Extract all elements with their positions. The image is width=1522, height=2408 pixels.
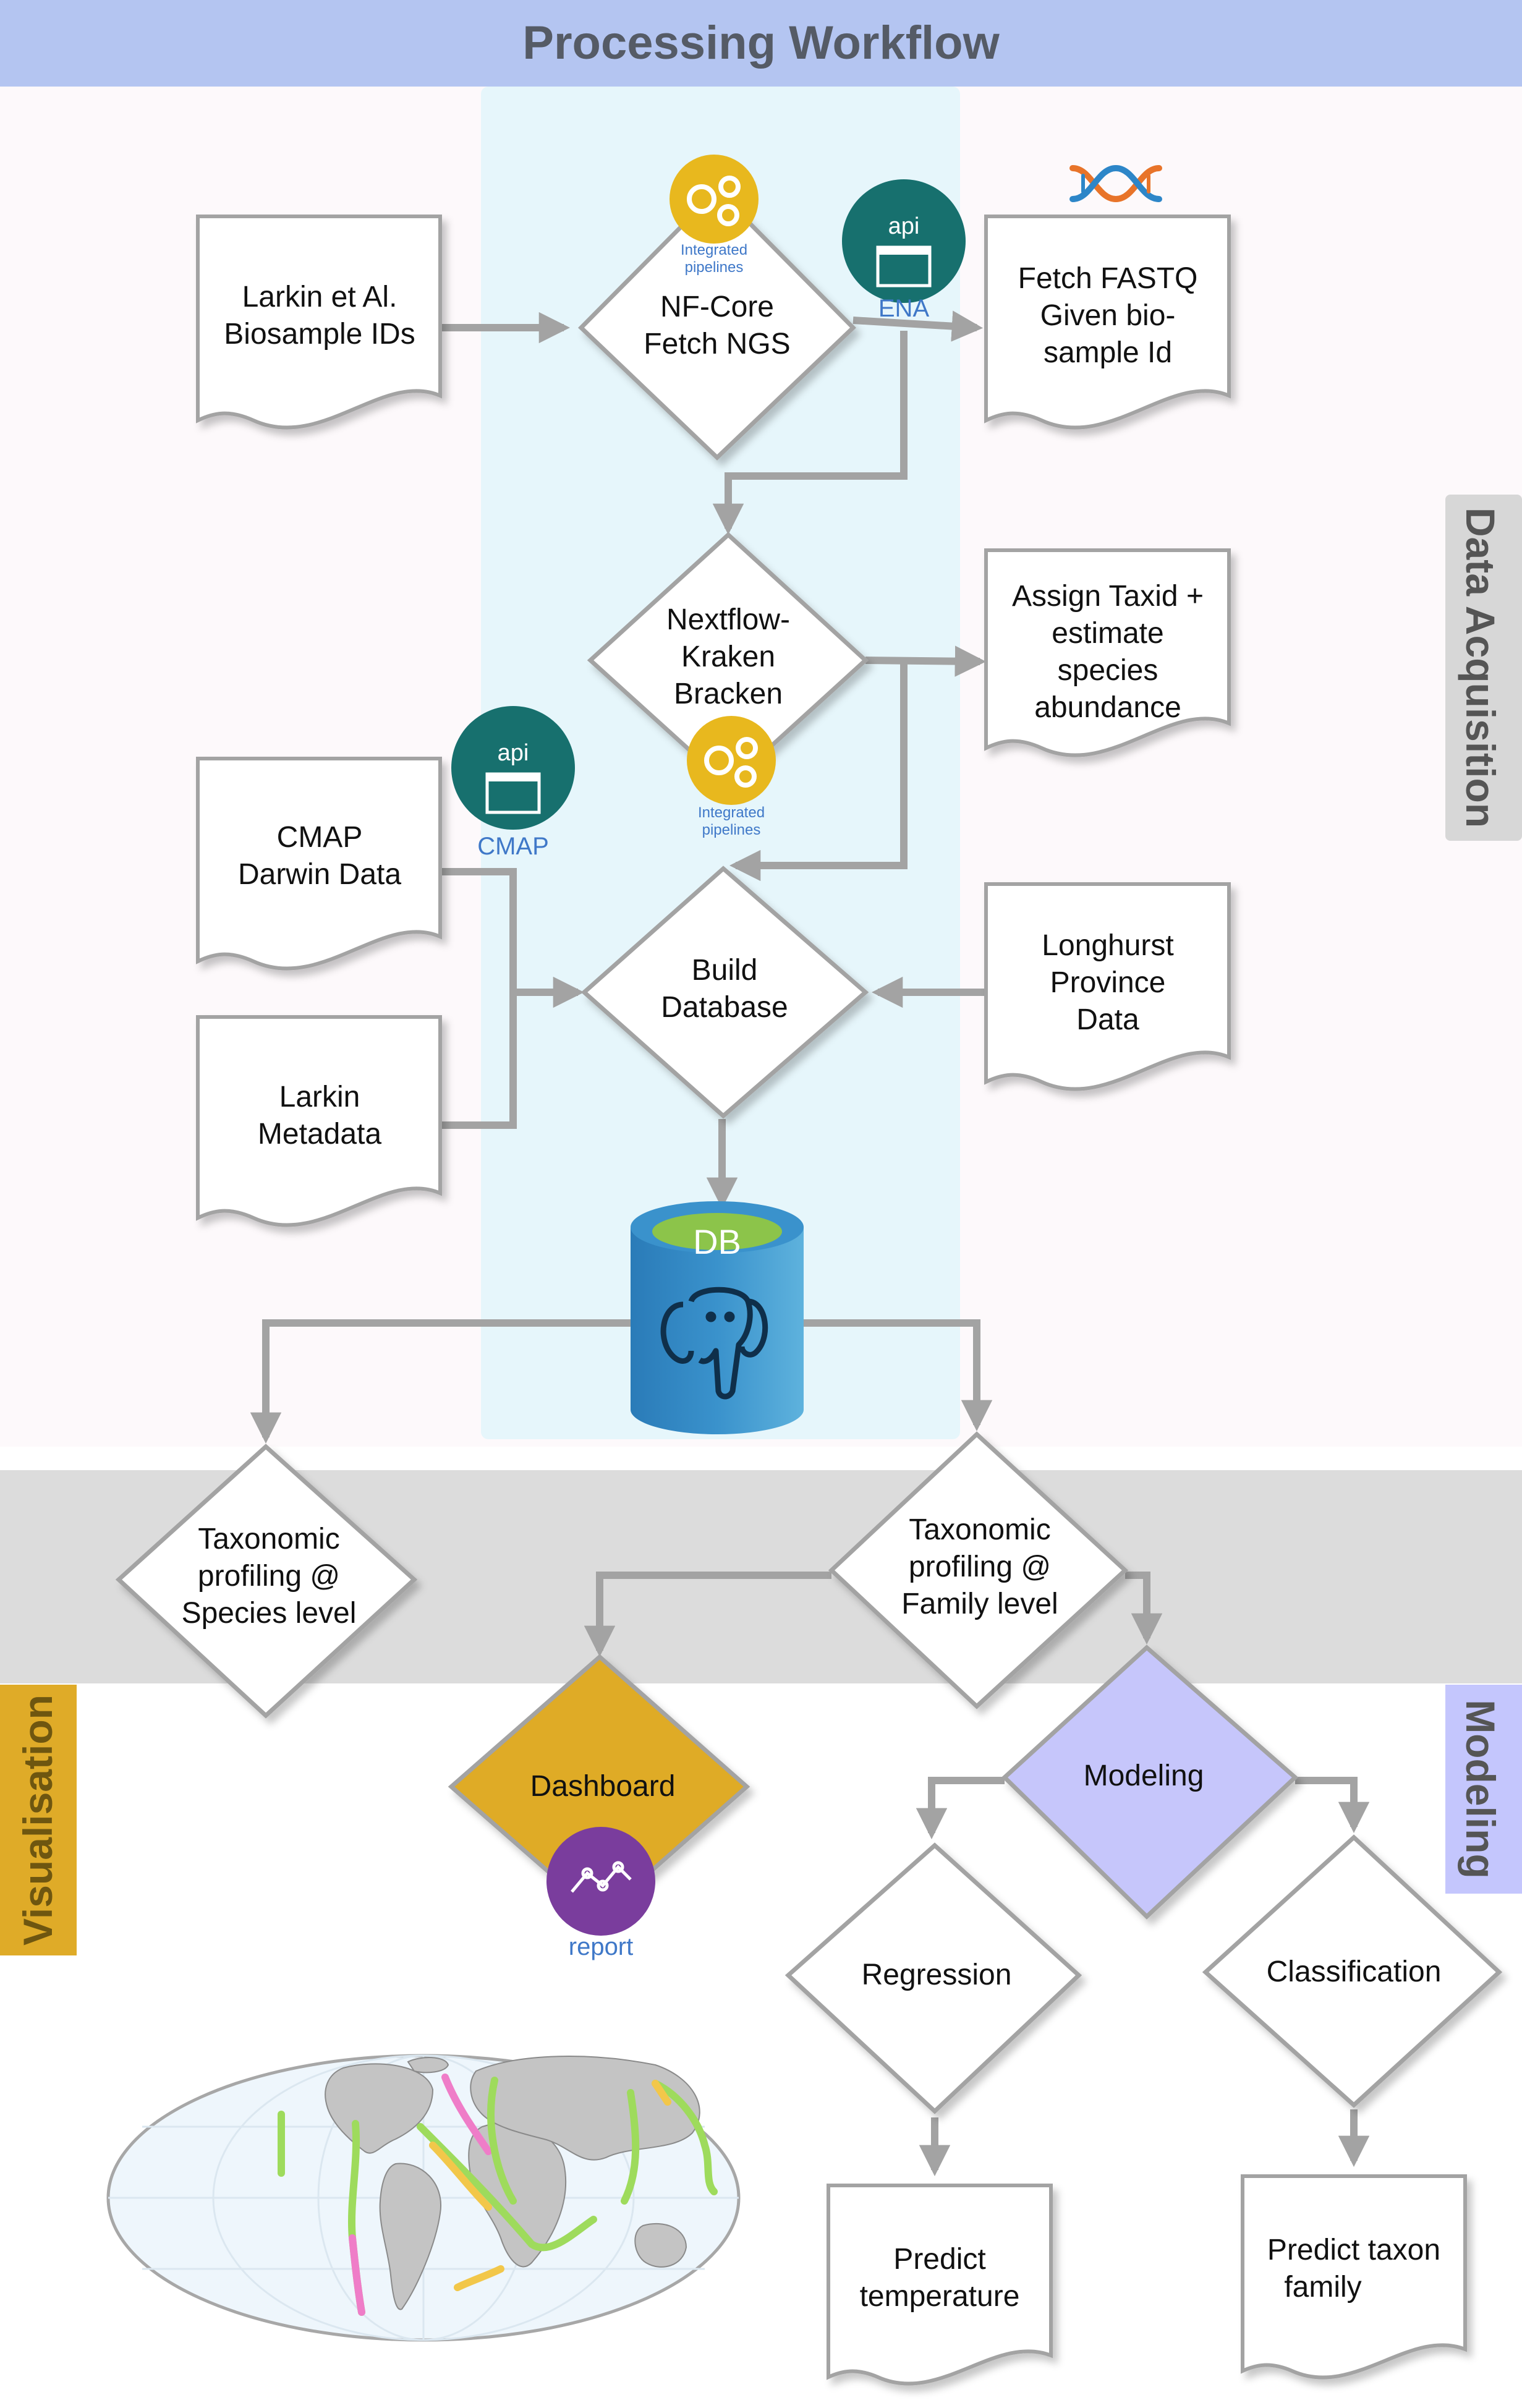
arrow-cmap-to-build — [440, 868, 517, 1129]
svg-text:Assign Taxid +: Assign Taxid + — [1012, 580, 1204, 613]
node-dashboard: Dashboard — [448, 1654, 750, 1920]
svg-text:Modeling: Modeling — [1458, 1700, 1503, 1879]
ena-api-badge: api ENA — [842, 179, 966, 322]
doc-larkin-biosample-ids: Larkin et Al. Biosample IDs — [196, 215, 442, 430]
connectors — [250, 310, 1370, 2177]
node-regression: Regression — [784, 1842, 1082, 2114]
arrow-nfcore-to-fastq — [852, 310, 984, 342]
data-acquisition-tab: Data Acquisition — [1445, 495, 1522, 841]
svg-text:Bracken: Bracken — [674, 678, 783, 710]
svg-text:Biosample IDs: Biosample IDs — [224, 318, 415, 351]
arrow-db-to-species — [250, 1319, 631, 1444]
doc-predict-taxon-family: Predict taxon family — [1241, 2174, 1467, 2380]
svg-text:Regression: Regression — [862, 1959, 1012, 1991]
arrow-family-to-modeling — [1125, 1572, 1163, 1645]
svg-text:Predict: Predict — [893, 2243, 985, 2276]
svg-text:api: api — [498, 740, 529, 766]
svg-text:Species level: Species level — [182, 1597, 357, 1630]
svg-text:Visualisation: Visualisation — [15, 1695, 61, 1946]
doc-cmap-darwin: CMAP Darwin Data — [196, 757, 442, 971]
node-modeling: Modeling — [1001, 1644, 1299, 1920]
arrow-kraken-to-assign — [865, 645, 987, 677]
gears-icon — [687, 176, 741, 226]
svg-text:NF-Core: NF-Core — [660, 291, 774, 323]
svg-text:api: api — [888, 213, 920, 239]
arrow-family-to-dashboard — [584, 1572, 831, 1657]
node-taxonomic-species: Taxonomic profiling @ Species level — [115, 1444, 418, 1719]
svg-text:profiling @: profiling @ — [909, 1551, 1051, 1583]
doc-longhurst: Longhurst Province Data — [984, 882, 1231, 1091]
doc-predict-temperature: Predict temperature — [827, 2184, 1053, 2386]
integrated-pipelines-badge-nfcore: Integrated pipelines — [670, 155, 759, 276]
cruise-tracks — [278, 2074, 718, 2316]
svg-text:temperature: temperature — [860, 2280, 1020, 2313]
svg-text:Taxonomic: Taxonomic — [909, 1513, 1050, 1546]
arrow-kraken-to-build — [729, 660, 908, 882]
svg-text:profiling @: profiling @ — [198, 1560, 340, 1593]
svg-text:Kraken: Kraken — [681, 640, 775, 673]
svg-text:DB: DB — [693, 1222, 741, 1261]
visualisation-tab: Visualisation — [0, 1685, 77, 1955]
node-taxonomic-family: Taxonomic profiling @ Family level — [828, 1431, 1129, 1709]
title-band — [0, 0, 1522, 87]
svg-text:estimate: estimate — [1052, 617, 1163, 650]
svg-text:Integrated: Integrated — [681, 242, 747, 258]
database-cylinder: DB — [631, 1201, 804, 1434]
svg-text:Darwin Data: Darwin Data — [238, 858, 401, 891]
svg-text:CMAP: CMAP — [277, 821, 363, 854]
svg-text:Classification: Classification — [1267, 1955, 1442, 1988]
svg-text:Modeling: Modeling — [1084, 1759, 1204, 1792]
svg-text:Integrated: Integrated — [698, 804, 765, 821]
doc-fetch-fastq: Fetch FASTQ Given bio- sample Id — [984, 215, 1231, 430]
modeling-tab: Modeling — [1445, 1685, 1522, 1894]
svg-text:Nextflow-: Nextflow- — [666, 603, 790, 636]
svg-text:pipelines: pipelines — [702, 822, 761, 838]
svg-text:Given bio-: Given bio- — [1040, 299, 1176, 332]
report-badge: report — [546, 1827, 655, 1960]
diagram-title: Processing Workflow — [522, 17, 1000, 69]
svg-text:CMAP: CMAP — [477, 833, 549, 860]
node-build-database: Build Database — [580, 866, 869, 1119]
svg-text:Fetch FASTQ: Fetch FASTQ — [1018, 262, 1198, 295]
svg-text:Taxonomic: Taxonomic — [198, 1523, 339, 1555]
svg-text:sample Id: sample Id — [1044, 336, 1172, 369]
svg-text:Larkin: Larkin — [279, 1081, 360, 1113]
svg-text:Province: Province — [1050, 966, 1166, 999]
integrated-pipelines-badge-kraken: Integrated pipelines — [687, 716, 776, 838]
elephant-icon — [660, 1287, 768, 1400]
svg-text:Data Acquisition: Data Acquisition — [1458, 508, 1503, 828]
svg-text:species: species — [1058, 654, 1159, 687]
svg-text:Family level: Family level — [901, 1588, 1058, 1620]
node-nfcore-fetch-ngs: NF-Core Fetch NGS — [578, 187, 856, 461]
gears-icon — [704, 737, 758, 788]
dna-icon — [1069, 164, 1162, 203]
svg-text:Build: Build — [692, 954, 758, 987]
arrow-modeling-to-regression — [916, 1777, 1005, 1840]
svg-text:Data: Data — [1076, 1003, 1139, 1036]
doc-larkin-metadata: Larkin Metadata — [196, 1015, 442, 1227]
chart-line-icon — [571, 1861, 632, 1893]
arrow-modeling-to-classification — [1295, 1777, 1370, 1834]
svg-text:report: report — [569, 1933, 634, 1960]
node-classification: Classification — [1202, 1834, 1503, 2108]
svg-text:pipelines: pipelines — [685, 259, 744, 276]
svg-text:ENA: ENA — [878, 295, 930, 322]
svg-text:Dashboard: Dashboard — [530, 1770, 676, 1803]
svg-text:Predict taxon: Predict taxon — [1267, 2234, 1440, 2266]
svg-text:family: family — [1284, 2271, 1361, 2304]
cmap-api-badge: api CMAP — [451, 706, 575, 860]
svg-text:Metadata: Metadata — [258, 1118, 381, 1151]
world-map-icon — [106, 2054, 741, 2342]
doc-assign-taxid: Assign Taxid + estimate species abundanc… — [984, 548, 1231, 757]
svg-text:Fetch NGS: Fetch NGS — [644, 328, 790, 360]
svg-text:Larkin et Al.: Larkin et Al. — [242, 281, 398, 313]
svg-text:Database: Database — [661, 991, 788, 1024]
arrow-ena-to-kraken — [712, 331, 908, 535]
svg-text:Longhurst: Longhurst — [1042, 929, 1174, 962]
arrow-db-to-family — [804, 1319, 993, 1432]
svg-text:abundance: abundance — [1034, 691, 1181, 724]
